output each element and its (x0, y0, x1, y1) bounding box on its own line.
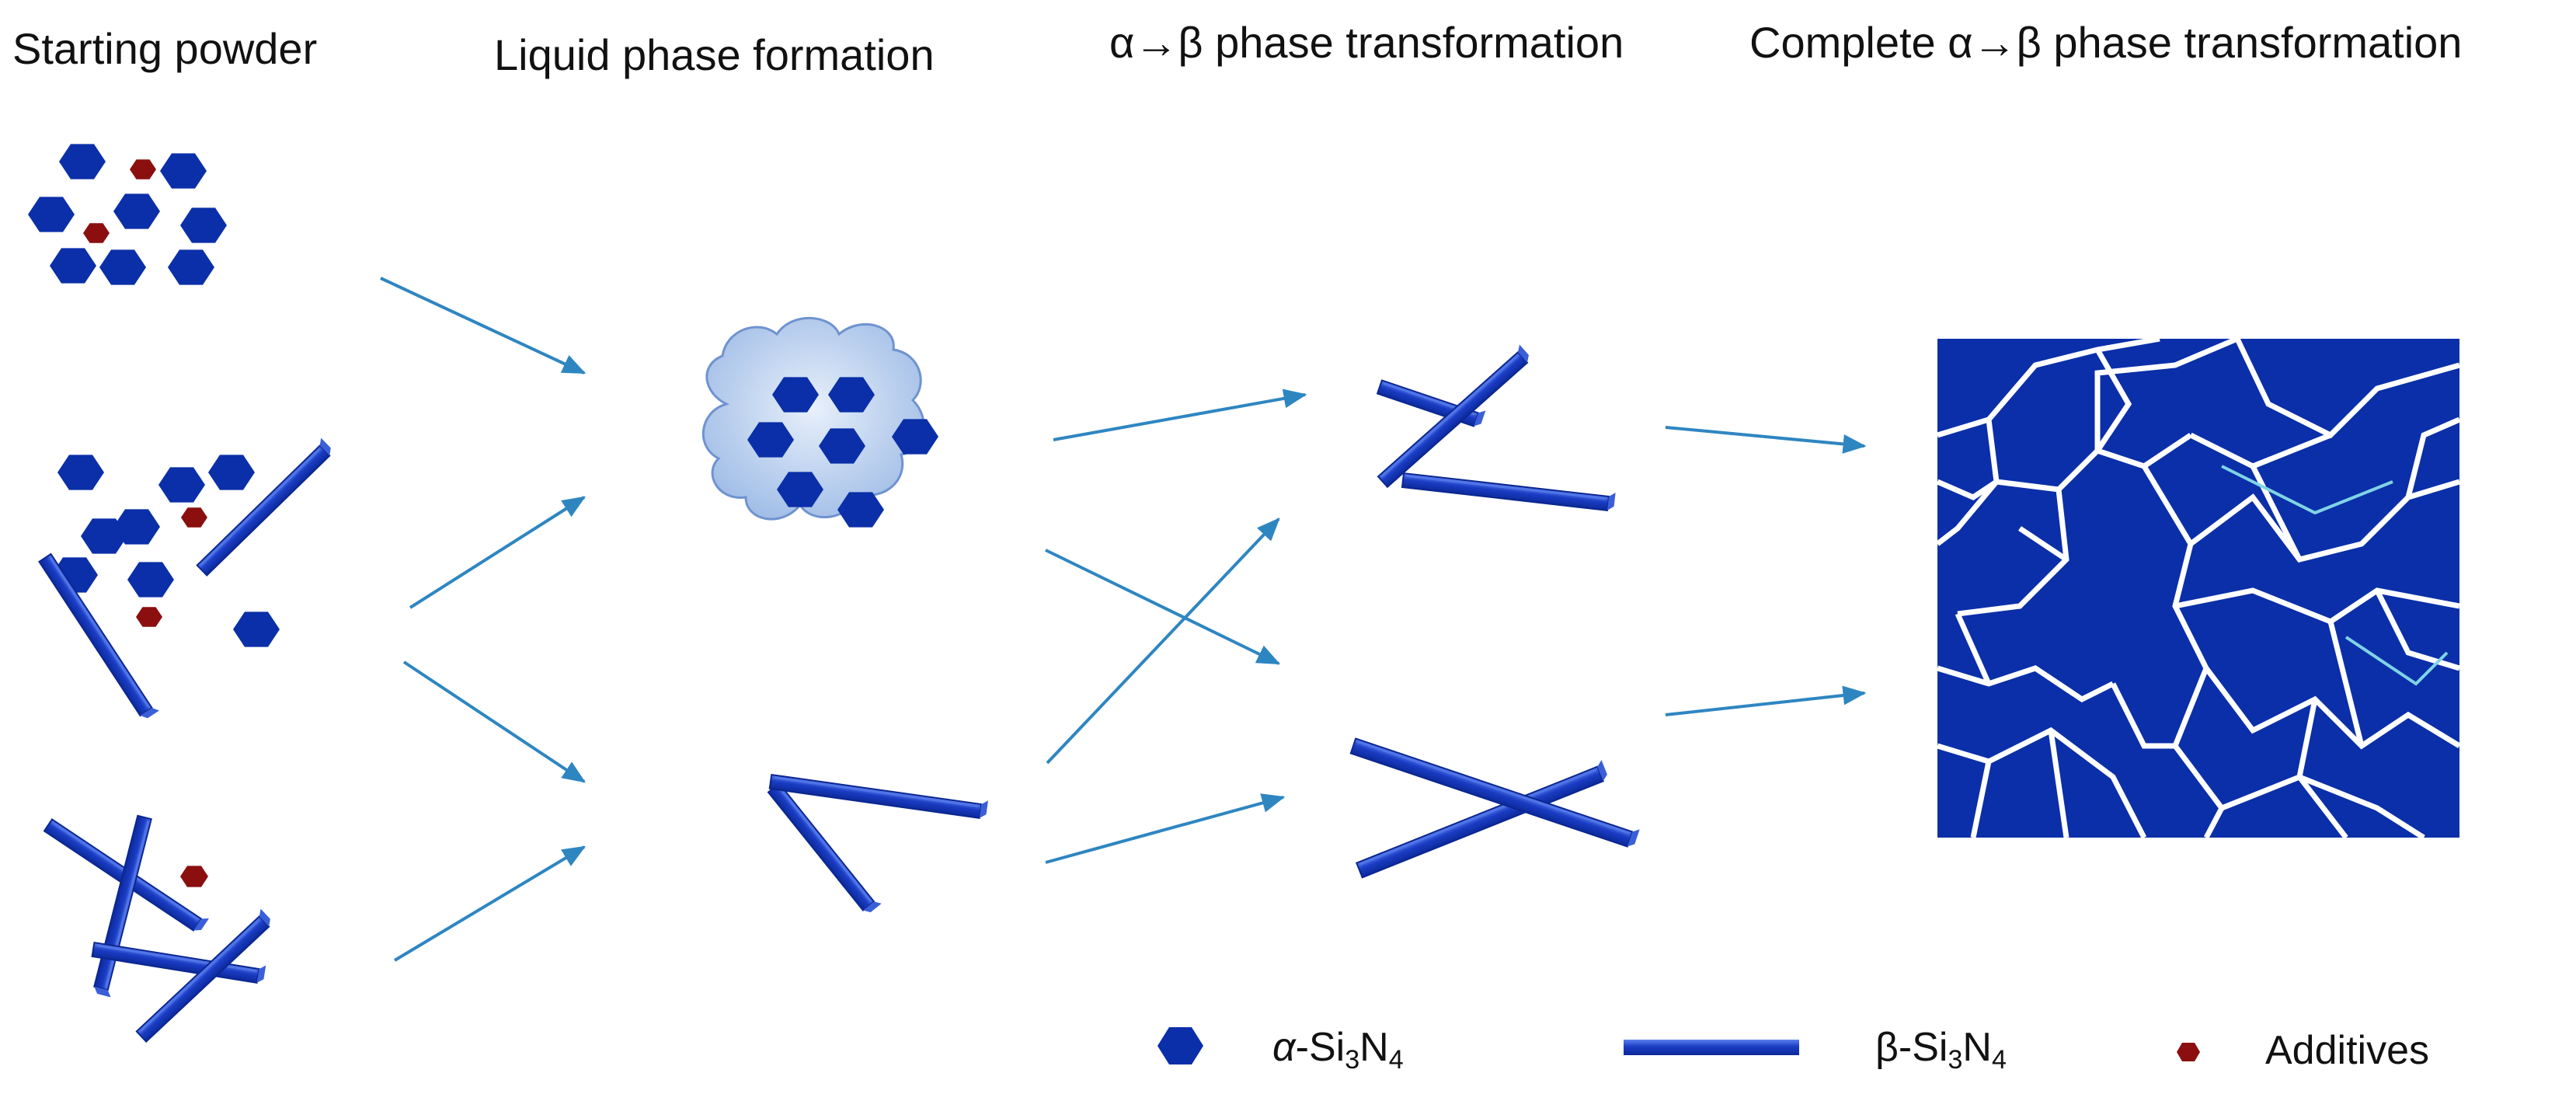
legend-beta-label: β-Si3N4 (1875, 1025, 2007, 1075)
process-arrow (1665, 685, 1867, 716)
grain-boundary (2094, 348, 2132, 452)
process-arrow (1045, 549, 1281, 665)
beta-rod (196, 437, 331, 577)
grain-boundary (2405, 416, 2459, 498)
beta-rod (135, 908, 270, 1043)
grain-boundary (2172, 667, 2226, 838)
complete-microstructure-image (1937, 339, 2459, 838)
hexagon-icon (1157, 1027, 1203, 1064)
grain-boundary-accent (2221, 465, 2393, 515)
process-arrow (1053, 388, 1307, 441)
rod-icon (1624, 1040, 1799, 1055)
grain-boundary (1937, 419, 2000, 546)
liquid-phase-alpha-grains (747, 377, 938, 528)
stage-title-liquid-phase: Liquid phase formation (494, 30, 935, 79)
grain-boundary (2188, 479, 2459, 563)
stage-title-complete-transformation: Complete α→β phase transformation (1749, 18, 2463, 67)
beta-rod (93, 814, 152, 998)
grain-boundary (2141, 465, 2209, 670)
grain-boundary (2048, 730, 2070, 838)
grain-boundary (2374, 589, 2459, 671)
alpha-grain (99, 249, 146, 285)
alpha-grain (127, 562, 174, 598)
beta-rod (1377, 344, 1529, 489)
alpha-grain (160, 153, 207, 189)
alpha-grain (180, 207, 227, 243)
process-arrow (1046, 517, 1280, 765)
process-arrow (409, 496, 587, 609)
additive-particle (136, 607, 162, 627)
alpha-grain (113, 193, 160, 229)
small-hexagon-icon (2177, 1043, 2200, 1061)
alpha-grain (828, 377, 875, 413)
alpha-grain (113, 509, 160, 545)
liquid-phase-group (701, 316, 989, 913)
alpha-grain (772, 377, 819, 413)
transformation-rods-group (1349, 344, 1640, 879)
process-arrow (1045, 793, 1286, 864)
grain-boundary (1937, 339, 2160, 438)
alpha-grain (892, 419, 938, 455)
process-arrow (402, 660, 587, 783)
additive-particle (83, 223, 110, 243)
stage-title-transformation: α→β phase transformation (1109, 18, 1624, 67)
legend-alpha-label: α-Si3N4 (1272, 1025, 1404, 1075)
additive-particle (180, 866, 208, 887)
grain-boundary (1957, 489, 2070, 617)
alpha-grain (57, 455, 104, 490)
beta-rod (1401, 472, 1616, 512)
additive-particle (130, 159, 156, 179)
legend-additives-label: Additives (2265, 1028, 2429, 1073)
grain-boundary (1937, 479, 1998, 500)
alpha-grain (59, 144, 106, 179)
beta-rod (768, 773, 989, 820)
grain-boundary (2018, 526, 2068, 562)
beta-rod (1349, 737, 1640, 848)
grain-boundary (2094, 339, 2239, 451)
liquid-phase-beta-rods (767, 773, 989, 913)
grain-boundary-accent (2345, 636, 2449, 686)
alpha-grain (50, 248, 96, 284)
beta-rod (38, 552, 159, 719)
grain-boundary (2110, 682, 2175, 749)
beta-rod (1355, 760, 1607, 879)
stage-title-starting-powder: Starting powder (12, 24, 318, 73)
alpha-grain (158, 467, 205, 503)
legend (1157, 1027, 2200, 1064)
starting-powder-group (28, 144, 331, 1043)
grain-boundary (2250, 465, 2303, 561)
arrows-group (380, 277, 1867, 962)
grain-boundary (1937, 665, 2115, 703)
grain-boundary (2327, 621, 2365, 747)
grain-boundary (2204, 666, 2459, 750)
process-arrow (1665, 426, 1867, 454)
alpha-grain (777, 472, 823, 507)
alpha-grain (28, 197, 75, 232)
process-arrow (393, 845, 587, 962)
process-arrow (380, 277, 587, 375)
grain-boundary (1955, 612, 1992, 685)
alpha-grain (837, 492, 884, 528)
grain-boundary (1970, 761, 1992, 838)
alpha-grain (747, 422, 794, 458)
alpha-grain (168, 249, 214, 285)
grain-boundary (2220, 774, 2425, 838)
alpha-grain (233, 611, 280, 647)
alpha-grain (208, 455, 255, 490)
additive-particle (181, 507, 207, 528)
alpha-grain (819, 428, 865, 464)
